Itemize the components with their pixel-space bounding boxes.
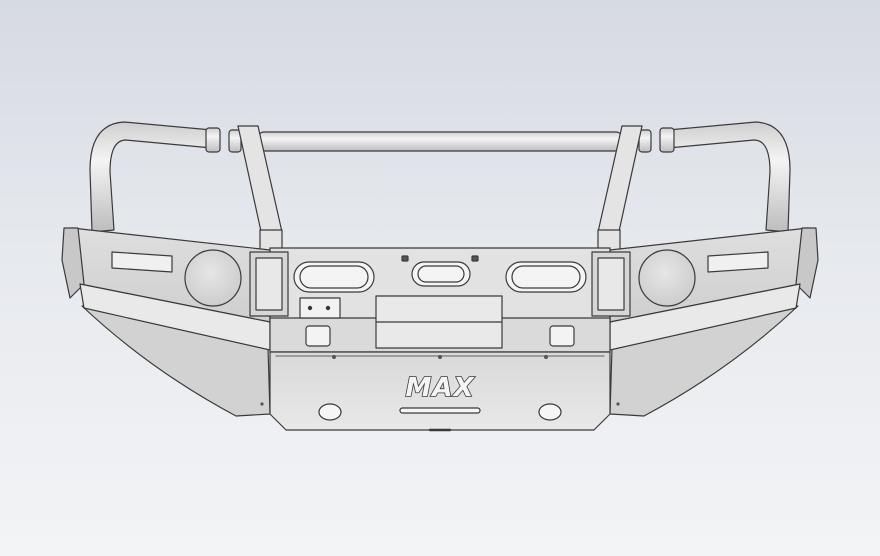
skid-plate (269, 351, 611, 431)
left-wing-end (61, 227, 85, 299)
uprights (237, 125, 643, 255)
right-tow-point (549, 325, 575, 347)
left-hoop-tube (89, 121, 213, 233)
right-lamp-hole (638, 249, 696, 307)
right-post-inner (597, 257, 625, 311)
left-oval-cutout (293, 261, 375, 293)
left-indicator-slot (111, 251, 173, 273)
skid-right-hole (538, 403, 562, 421)
winch-fairlead-cutout (411, 261, 471, 287)
center-crossbar (257, 131, 623, 152)
lamp-holes (184, 249, 696, 307)
right-indicator-slot (707, 251, 769, 273)
skid-slot (399, 407, 481, 414)
center-section (249, 247, 631, 353)
right-lower-skirt (609, 305, 799, 417)
indicator-slots (111, 251, 769, 273)
right-oval-cutout (505, 261, 587, 293)
left-collar-outer (205, 127, 221, 153)
lower-skirts (81, 305, 799, 417)
right-hoop-tube (667, 121, 791, 233)
left-tow-point (305, 325, 331, 347)
right-collar-outer (659, 127, 675, 153)
left-lower-skirt (81, 305, 271, 417)
switch-plate (299, 297, 341, 319)
right-wing-end (795, 227, 819, 299)
brand-logo: MAX (405, 373, 475, 403)
skid-left-hole (318, 403, 342, 421)
left-lamp-hole (184, 249, 242, 307)
left-post-inner (255, 257, 283, 311)
hoop-tube (89, 121, 791, 233)
skid-plate-group (260, 351, 620, 432)
